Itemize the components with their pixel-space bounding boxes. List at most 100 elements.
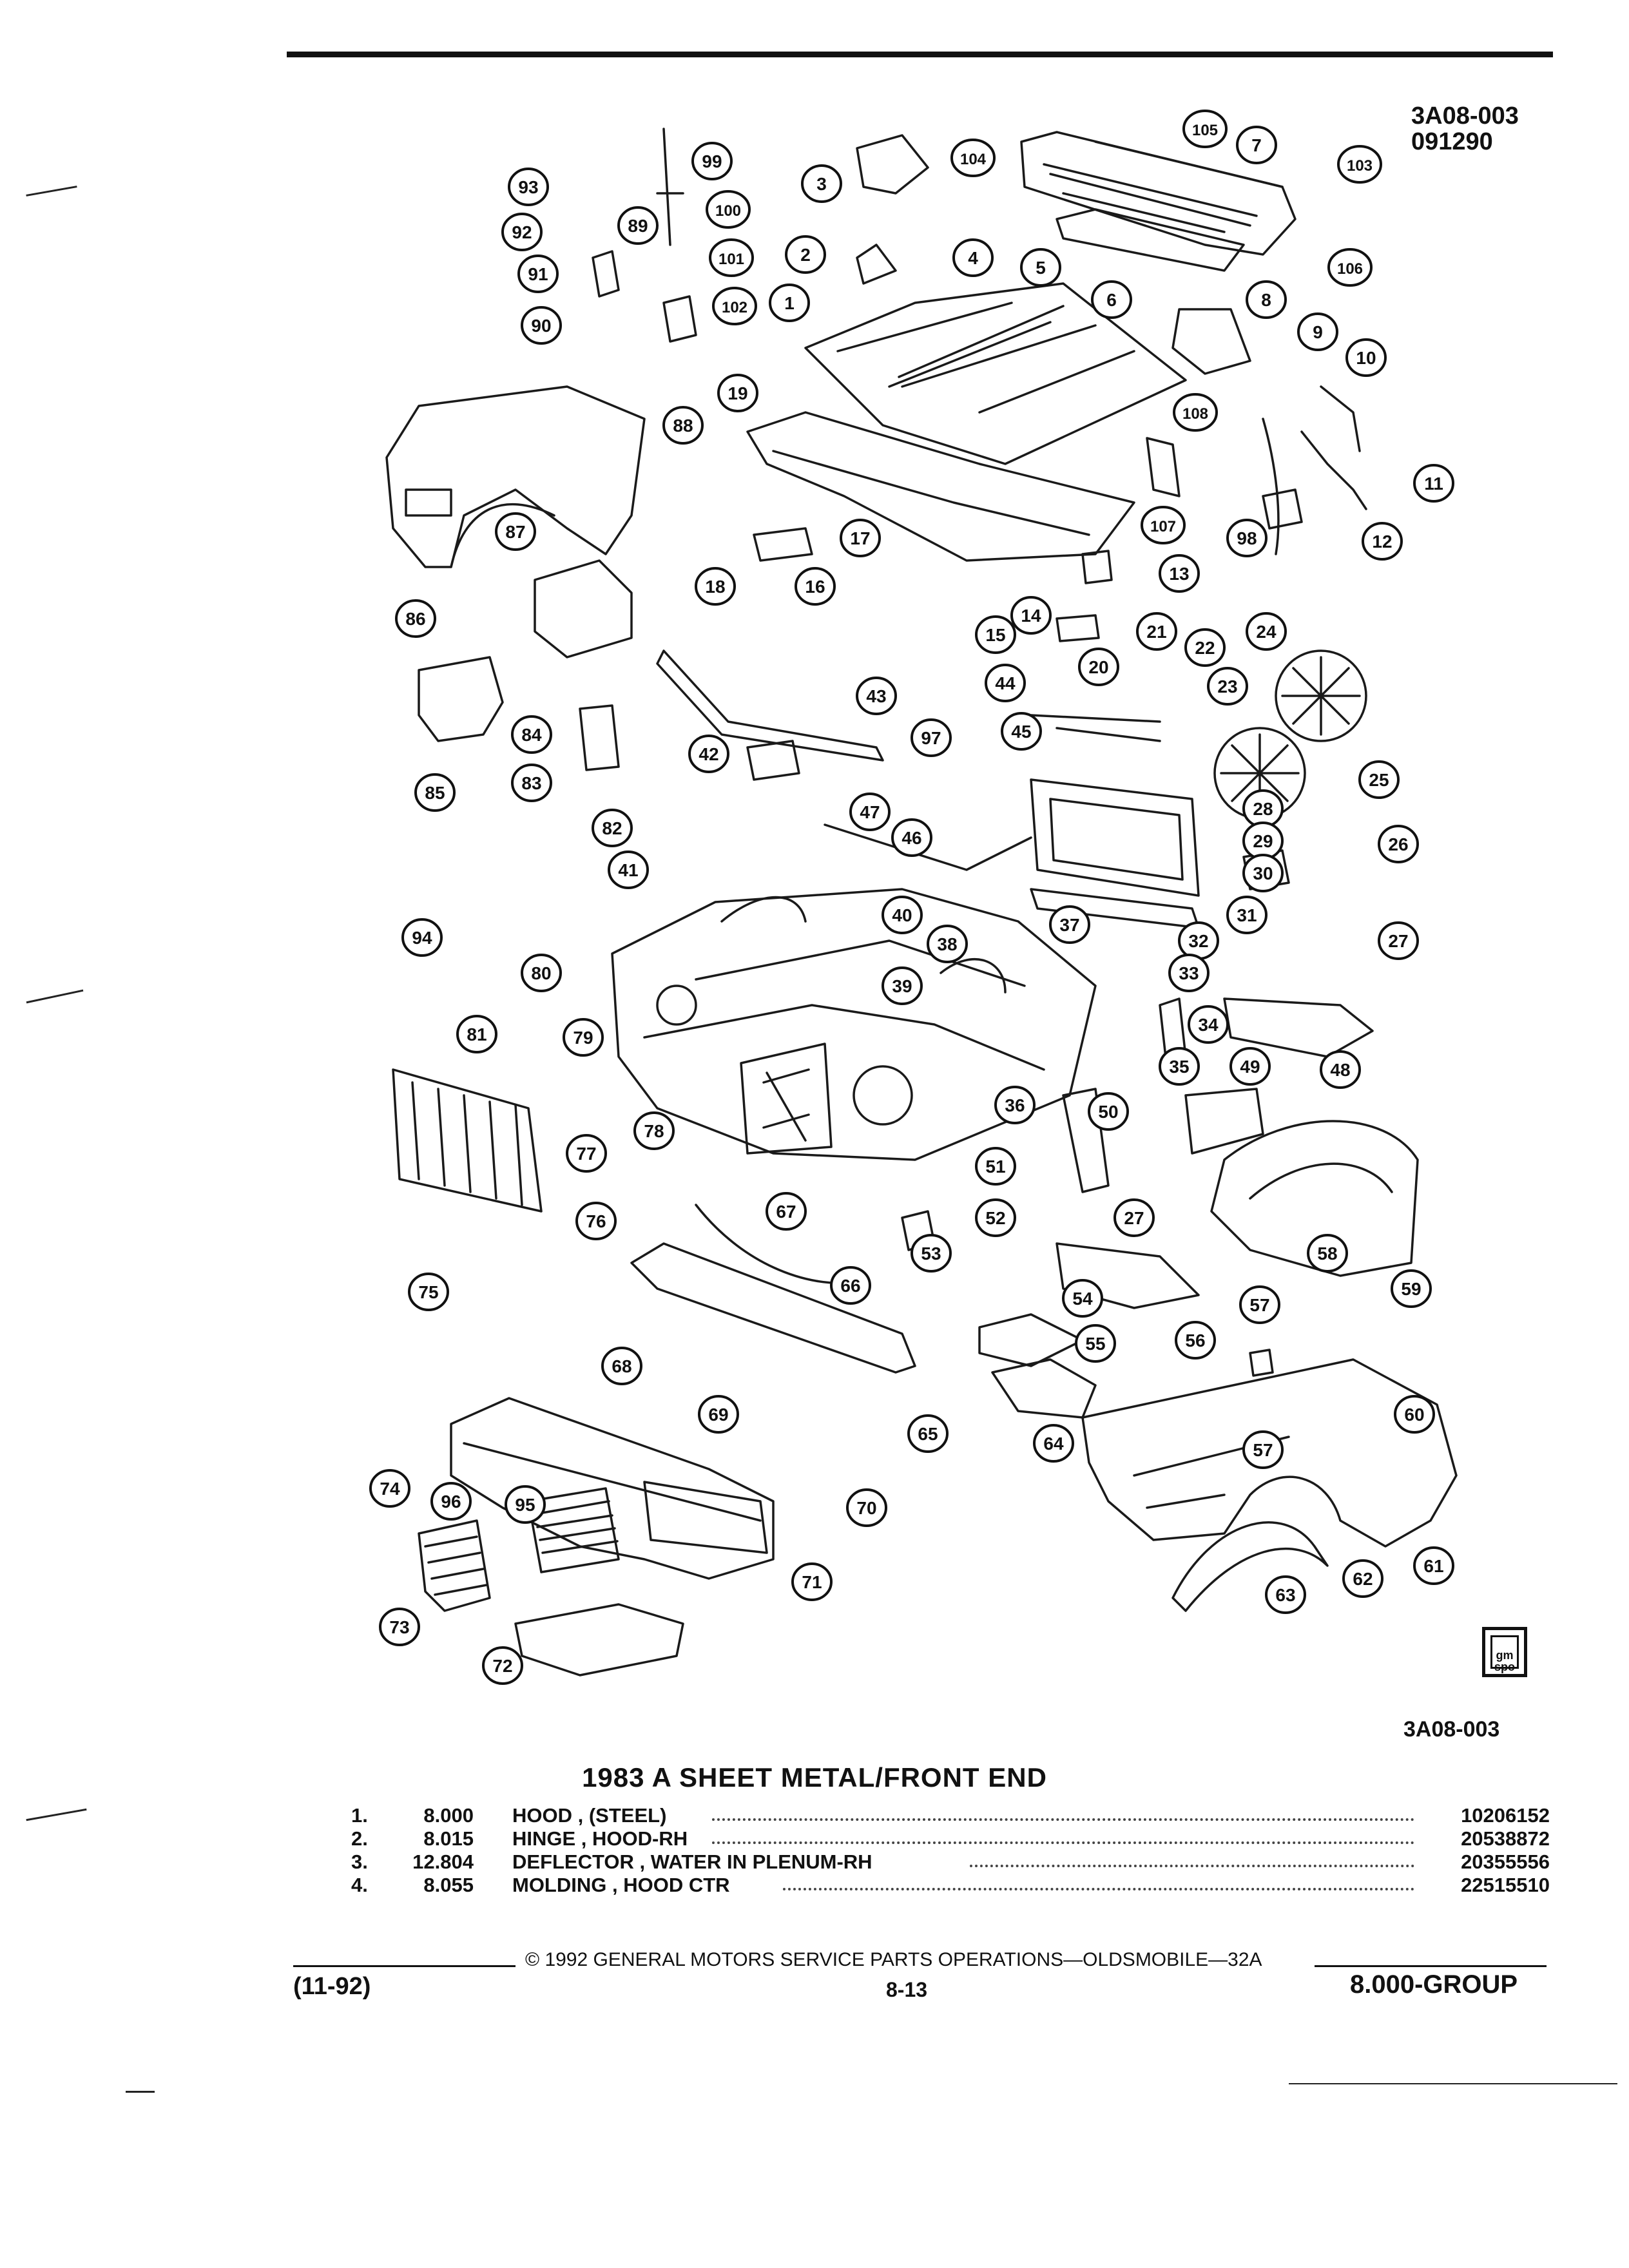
callout-label: 36 — [1005, 1095, 1025, 1115]
callout-79: 79 — [563, 1018, 604, 1057]
callout-label: 67 — [776, 1202, 796, 1222]
callout-label: 20 — [1088, 657, 1108, 677]
callout-5: 5 — [1020, 248, 1061, 287]
footer-copyright: © 1992 GENERAL MOTORS SERVICE PARTS OPER… — [525, 1949, 1262, 1970]
callout-label: 32 — [1188, 931, 1208, 951]
callout-19: 19 — [717, 374, 758, 412]
callout-label: 3 — [816, 174, 827, 194]
callout-label: 2 — [800, 245, 811, 265]
callout-label: 93 — [518, 177, 538, 197]
callout-2: 2 — [785, 235, 826, 274]
headlamp-bezel — [514, 1603, 684, 1677]
callout-96: 96 — [430, 1482, 472, 1521]
callout-label: 73 — [389, 1617, 409, 1637]
callout-label: 11 — [1424, 474, 1443, 494]
callout-label: 7 — [1251, 135, 1262, 155]
parts-row: 3. 12.804 DEFLECTOR , WATER IN PLENUM-RH… — [351, 1850, 1550, 1874]
callout-74: 74 — [369, 1469, 410, 1508]
callout-90: 90 — [521, 306, 562, 345]
callout-label: 30 — [1253, 863, 1273, 883]
callout-label: 77 — [576, 1144, 596, 1164]
callout-36: 36 — [994, 1086, 1036, 1124]
callout-9: 9 — [1297, 312, 1338, 351]
callout-4: 4 — [952, 238, 994, 277]
callout-label: 49 — [1240, 1057, 1260, 1077]
callout-89: 89 — [617, 206, 659, 245]
callout-label: 57 — [1253, 1440, 1273, 1460]
callout-106: 106 — [1327, 248, 1373, 287]
callout-42: 42 — [688, 735, 729, 773]
drawing-code: 3A08-003 — [1411, 102, 1519, 130]
callout-53: 53 — [911, 1234, 952, 1273]
parts-row: 4. 8.055 MOLDING , HOOD CTR 22515510 — [351, 1874, 1550, 1897]
callout-label: 28 — [1253, 799, 1273, 819]
callout-label: 29 — [1253, 831, 1273, 851]
margin-mark — [1289, 2083, 1617, 2084]
callout-label: 102 — [722, 299, 747, 316]
callout-label: 72 — [492, 1656, 512, 1676]
callout-label: 70 — [856, 1498, 876, 1518]
callout-17: 17 — [840, 519, 881, 557]
callout-16: 16 — [795, 567, 836, 606]
group-number: 8.000 — [423, 1804, 474, 1827]
callout-label: 80 — [531, 963, 551, 983]
callout-label: 17 — [850, 528, 870, 548]
dot-leader — [970, 1865, 1414, 1867]
callout-43: 43 — [856, 677, 897, 715]
callout-73: 73 — [379, 1608, 420, 1646]
callout-85: 85 — [414, 773, 456, 812]
margin-mark — [26, 1808, 87, 1821]
callout-label: 107 — [1150, 518, 1176, 535]
callout-label: 25 — [1369, 770, 1389, 790]
callout-label: 98 — [1237, 528, 1257, 548]
callout-label: 18 — [705, 577, 725, 597]
callout-39: 39 — [882, 966, 923, 1005]
wheel-opening-molding — [1171, 1521, 1329, 1612]
grille — [418, 1487, 620, 1612]
dot-leader — [712, 1841, 1414, 1844]
callout-label: 52 — [985, 1208, 1005, 1228]
callout-102: 102 — [712, 287, 757, 325]
callout-87: 87 — [495, 512, 536, 551]
callout-label: 14 — [1021, 606, 1041, 626]
callout-label: 56 — [1185, 1331, 1205, 1350]
callout-label: 90 — [531, 316, 551, 336]
callout-label: 82 — [602, 818, 622, 838]
callout-label: 100 — [715, 202, 741, 220]
callout-29: 29 — [1242, 822, 1284, 860]
callout-label: 64 — [1043, 1434, 1064, 1454]
callout-label: 74 — [380, 1479, 400, 1499]
callout-34: 34 — [1188, 1005, 1229, 1044]
callout-label: 51 — [985, 1157, 1005, 1177]
callout-13: 13 — [1159, 554, 1200, 593]
callout-label: 85 — [425, 783, 445, 803]
callout-label: 87 — [505, 522, 525, 542]
callout-label: 16 — [805, 577, 825, 597]
callout-label: 61 — [1423, 1556, 1443, 1576]
callout-label: 79 — [573, 1028, 593, 1048]
callout-label: 104 — [960, 151, 987, 168]
callout-107: 107 — [1141, 506, 1186, 544]
callout-label: 47 — [860, 802, 880, 822]
callout-label: 83 — [521, 773, 541, 793]
callout-48: 48 — [1320, 1050, 1361, 1089]
callout-47: 47 — [849, 793, 891, 831]
callout-10: 10 — [1345, 338, 1387, 377]
callout-label: 69 — [708, 1405, 728, 1425]
gm-spo-logo: gm spo — [1482, 1627, 1527, 1677]
callout-label: 6 — [1106, 290, 1117, 310]
callout-label: 84 — [521, 725, 542, 745]
callout-58: 58 — [1307, 1234, 1348, 1273]
callout-label: 97 — [921, 728, 941, 748]
callout-25: 25 — [1358, 760, 1400, 799]
callout-12: 12 — [1362, 522, 1403, 561]
callout-24: 24 — [1246, 612, 1287, 651]
callout-label: 53 — [921, 1244, 941, 1264]
callout-label: 27 — [1388, 931, 1408, 951]
splash-shield — [534, 559, 633, 658]
callout-99: 99 — [691, 142, 733, 180]
callout-label: 39 — [892, 976, 912, 996]
part-description: DEFLECTOR , WATER IN PLENUM-RH — [512, 1850, 872, 1873]
logo-text: gm spo — [1494, 1649, 1515, 1673]
